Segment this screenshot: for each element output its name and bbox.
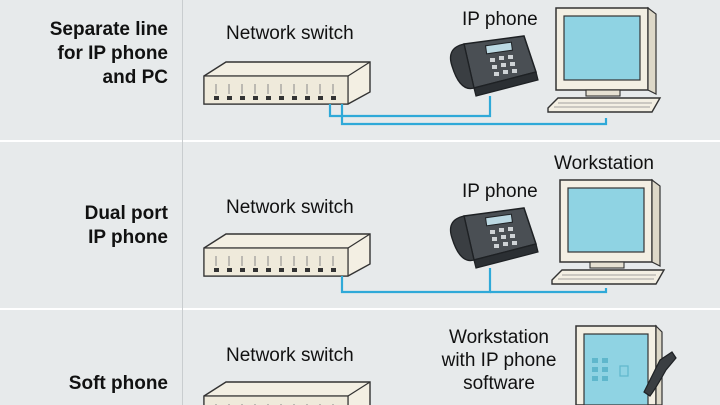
row-label-soft-phone: Soft phone — [68, 373, 168, 394]
network-cable — [340, 268, 608, 294]
network-switch-icon — [203, 381, 371, 405]
workstation-softphone-icon — [575, 324, 663, 405]
switch-label: Network switch — [226, 197, 354, 218]
switch-label: Network switch — [226, 23, 354, 44]
switch-label: Network switch — [226, 345, 354, 366]
network-switch-icon — [203, 233, 371, 277]
phone-label: IP phone — [462, 181, 538, 202]
row-label-separate-line: Separate line for IP phone and PC — [49, 19, 168, 88]
handset-icon — [643, 351, 677, 397]
workstation-label: Workstation — [554, 153, 654, 174]
workstation-icon — [547, 7, 661, 113]
workstation-softphone-label: Workstation with IP phone software — [441, 327, 557, 394]
ip-phone-icon — [449, 207, 539, 269]
phone-label: IP phone — [462, 9, 538, 30]
ip-phone-icon — [449, 35, 539, 97]
column-divider — [182, 0, 183, 405]
workstation-icon — [551, 179, 665, 285]
row-divider — [0, 308, 720, 310]
row-label-dual-port: Dual port IP phone — [84, 203, 168, 248]
network-switch-icon — [203, 61, 371, 105]
network-cable — [328, 96, 608, 126]
row-divider — [0, 140, 720, 142]
